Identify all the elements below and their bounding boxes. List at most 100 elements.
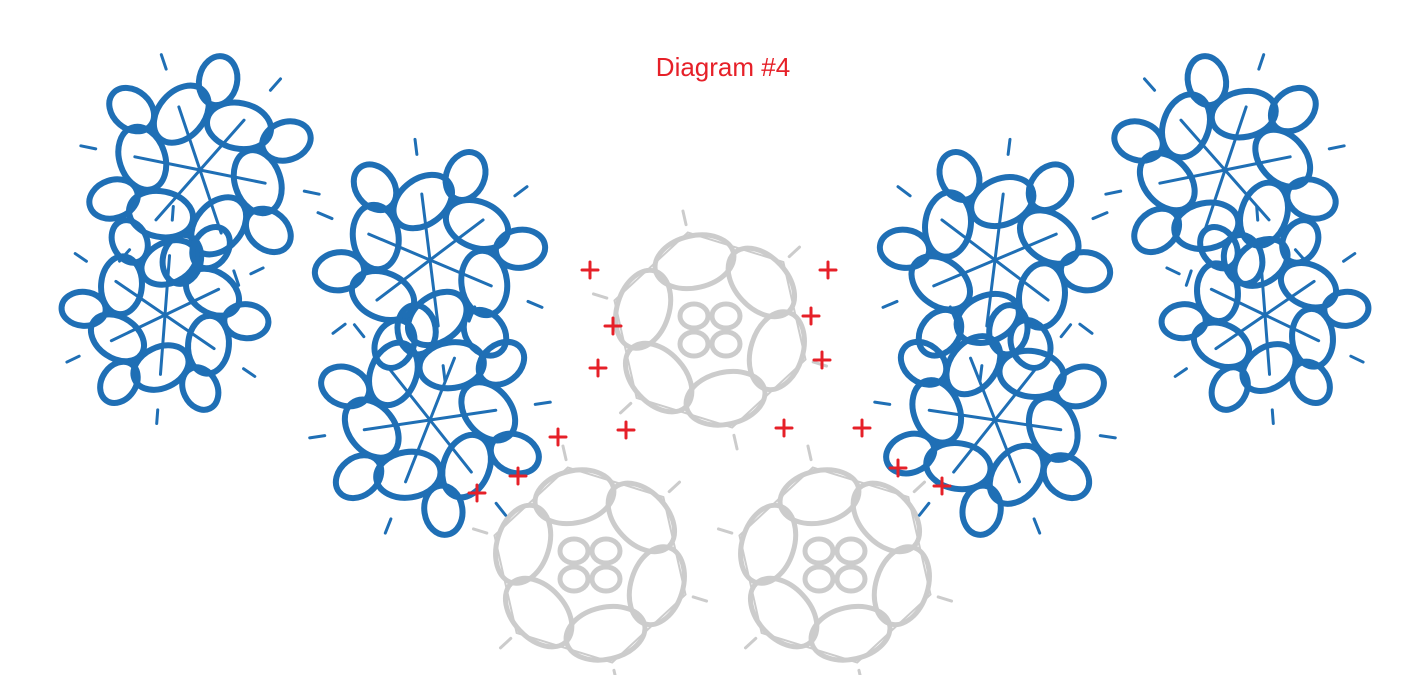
picot (155, 408, 160, 425)
join-mark (580, 260, 600, 280)
chain-loop (1284, 176, 1339, 222)
petal (652, 232, 737, 292)
chain-loop (1197, 224, 1241, 272)
chain-loop (1279, 217, 1322, 266)
chain-loop (58, 288, 109, 329)
center-ring (802, 564, 836, 594)
picot (467, 305, 477, 323)
chain-loop (936, 149, 983, 203)
picot (716, 527, 734, 535)
petal (683, 368, 768, 428)
chain-loop (1158, 301, 1209, 342)
chain-loop (959, 482, 1004, 538)
picot (732, 433, 739, 451)
picot (978, 364, 984, 383)
center-ring (589, 536, 623, 566)
picot (1257, 53, 1266, 71)
chain-loop (876, 226, 933, 271)
picot (308, 434, 327, 440)
picot (316, 211, 334, 221)
chain-loop (986, 302, 1031, 358)
picot (383, 517, 393, 535)
chain-loop (195, 53, 241, 109)
picot (499, 636, 513, 650)
picot (1165, 266, 1181, 276)
chain-loop (1289, 358, 1333, 406)
picot (744, 636, 758, 650)
join-mark (818, 260, 838, 280)
chain-loop (1321, 288, 1372, 329)
picot (79, 144, 98, 151)
picot (1091, 211, 1109, 221)
attached-motif-left-bottom (308, 302, 552, 538)
picot (896, 185, 912, 198)
picot (494, 501, 508, 517)
join-mark (888, 458, 908, 478)
picot (1349, 354, 1365, 364)
join-mark (801, 306, 821, 326)
picot (561, 444, 568, 462)
picot (1078, 322, 1094, 335)
center-ring (557, 564, 591, 594)
picot (73, 252, 88, 263)
picot (331, 322, 347, 335)
picot (912, 480, 926, 494)
picot (249, 266, 265, 276)
picot (806, 444, 813, 462)
center-ring (834, 536, 868, 566)
picot (619, 401, 633, 415)
attached-motif-right-top (1104, 53, 1346, 287)
chain-loop (86, 176, 141, 222)
frame (738, 466, 932, 664)
chain-loop (311, 249, 368, 294)
picot (1059, 323, 1073, 339)
chain-loop (1025, 161, 1075, 214)
picot (1342, 252, 1357, 263)
picot (1255, 205, 1260, 222)
chain-loop (259, 118, 314, 164)
picot (471, 527, 489, 535)
petal (808, 603, 893, 663)
picot (302, 189, 321, 196)
petal (777, 467, 862, 527)
picot (1104, 189, 1123, 196)
chain-loop (442, 149, 489, 203)
chain-loop (1208, 364, 1251, 413)
chain-loop (492, 226, 549, 271)
picot (787, 245, 801, 259)
join-mark (774, 418, 794, 438)
picot (170, 205, 175, 222)
picot (65, 354, 81, 364)
chain-loop (1131, 205, 1183, 256)
picot (917, 501, 931, 517)
join-mark (467, 483, 487, 503)
picot (1098, 434, 1117, 440)
chain-loop (332, 452, 385, 502)
picot (1032, 517, 1042, 535)
picot (526, 299, 544, 309)
join-mark (932, 476, 952, 496)
chain-loop (97, 358, 141, 406)
existing-motif-bottom-left (471, 444, 709, 675)
chain-loop (189, 224, 233, 272)
center-ring (677, 301, 711, 331)
picot (811, 360, 829, 368)
picot (873, 400, 892, 406)
attached-motif-left-mid (58, 205, 272, 425)
picot (936, 595, 954, 603)
attached-motif-left-top (79, 53, 321, 287)
join-mark (548, 427, 568, 447)
picot (242, 367, 257, 378)
chain-loop (1267, 84, 1319, 135)
join-mark (852, 418, 872, 438)
petal (725, 245, 798, 320)
petal (850, 480, 923, 555)
picot (681, 209, 688, 227)
attached-motif-right-mid (1158, 205, 1372, 425)
picot (1184, 269, 1193, 287)
attached-motif-right-bottom (873, 302, 1117, 538)
center-ring (834, 564, 868, 594)
picot (1173, 367, 1188, 378)
join-mark (588, 358, 608, 378)
